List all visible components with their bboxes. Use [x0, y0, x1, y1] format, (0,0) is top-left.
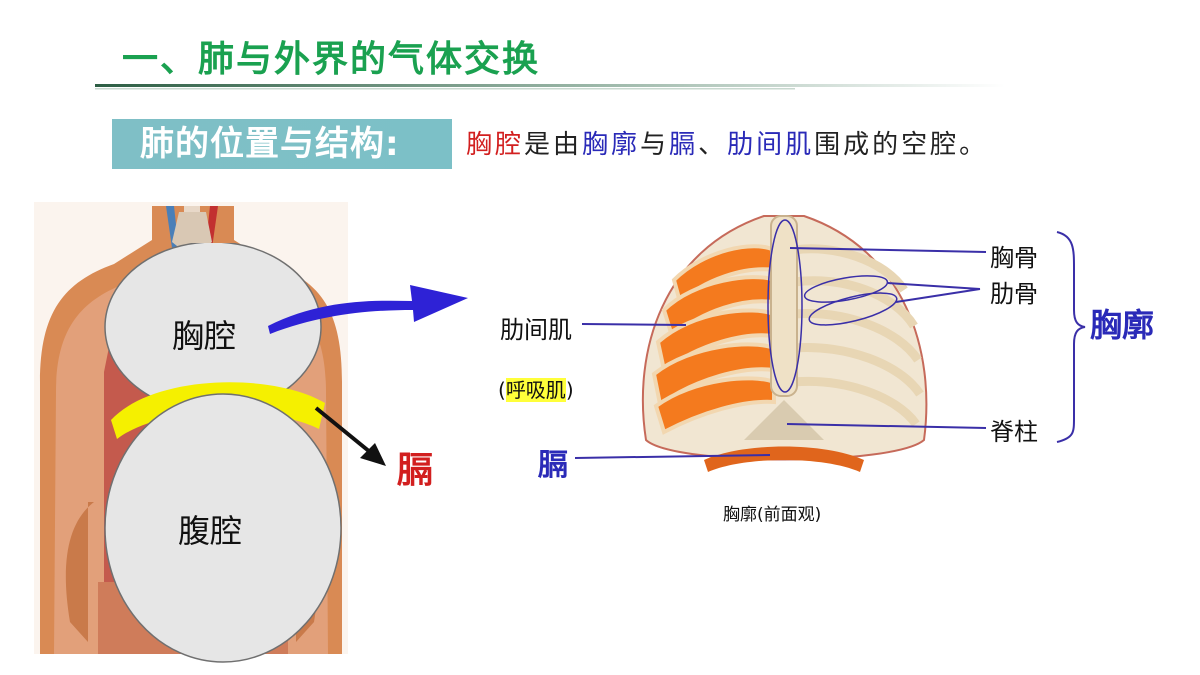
sternum-highlight-oval	[767, 219, 803, 393]
chest-cavity-label: 胸腔	[172, 317, 237, 355]
sentence-text: 、	[698, 130, 728, 160]
term-chest-cavity: 胸腔	[466, 130, 525, 160]
definition-sentence: 胸腔是由胸廓与膈、肋间肌围成的空腔。	[466, 128, 988, 162]
intercostal-label: 肋间肌	[500, 316, 572, 344]
slide-title: 一、肺与外界的气体交换	[122, 39, 541, 80]
ribs-label: 肋骨	[990, 280, 1038, 308]
abdominal-cavity-shape	[104, 393, 342, 663]
diaphragm-label-right: 膈	[538, 448, 568, 483]
sentence-text: 是由	[524, 130, 583, 160]
diaphragm-leader-line	[574, 454, 771, 459]
sentence-text: 与	[640, 130, 670, 160]
abdominal-cavity-label: 腹腔	[178, 512, 243, 550]
term-thorax: 胸廓	[582, 130, 641, 160]
title-underline	[95, 84, 1005, 90]
respiratory-muscle-label: 呼吸肌	[505, 378, 566, 402]
sternum-leader-line	[789, 247, 987, 253]
ribcage-caption: 胸廓(前面观)	[723, 505, 822, 525]
black-arrow-line	[314, 406, 372, 454]
paren-close: )	[565, 378, 574, 402]
subtitle-heading: 肺的位置与结构:	[140, 124, 400, 164]
thorax-brace	[1056, 231, 1086, 443]
spine-leader-line	[786, 423, 987, 429]
spine-label: 脊柱	[990, 418, 1038, 446]
blue-arrow	[268, 285, 468, 334]
rib-highlight-oval-2	[808, 292, 898, 326]
respiratory-muscle-note: (呼吸肌)	[498, 374, 574, 403]
diaphragm-label-left: 膈	[397, 450, 434, 491]
intercostal-leader-line	[581, 323, 687, 326]
rib-leader-line-1	[887, 282, 981, 290]
sternum-label: 胸骨	[990, 244, 1038, 272]
term-diaphragm: 膈	[669, 130, 699, 160]
rib-leader-line-2	[895, 288, 981, 303]
rib-highlight-oval-1	[803, 275, 889, 303]
sentence-text: 围成的空腔。	[814, 130, 989, 160]
cavity-overlay	[104, 243, 342, 663]
paren-open: (	[498, 378, 506, 402]
thorax-label: 胸廓	[1090, 306, 1155, 344]
term-intercostal: 肋间肌	[727, 130, 815, 160]
black-arrow-head	[360, 443, 386, 466]
subtitle-background	[112, 119, 452, 169]
